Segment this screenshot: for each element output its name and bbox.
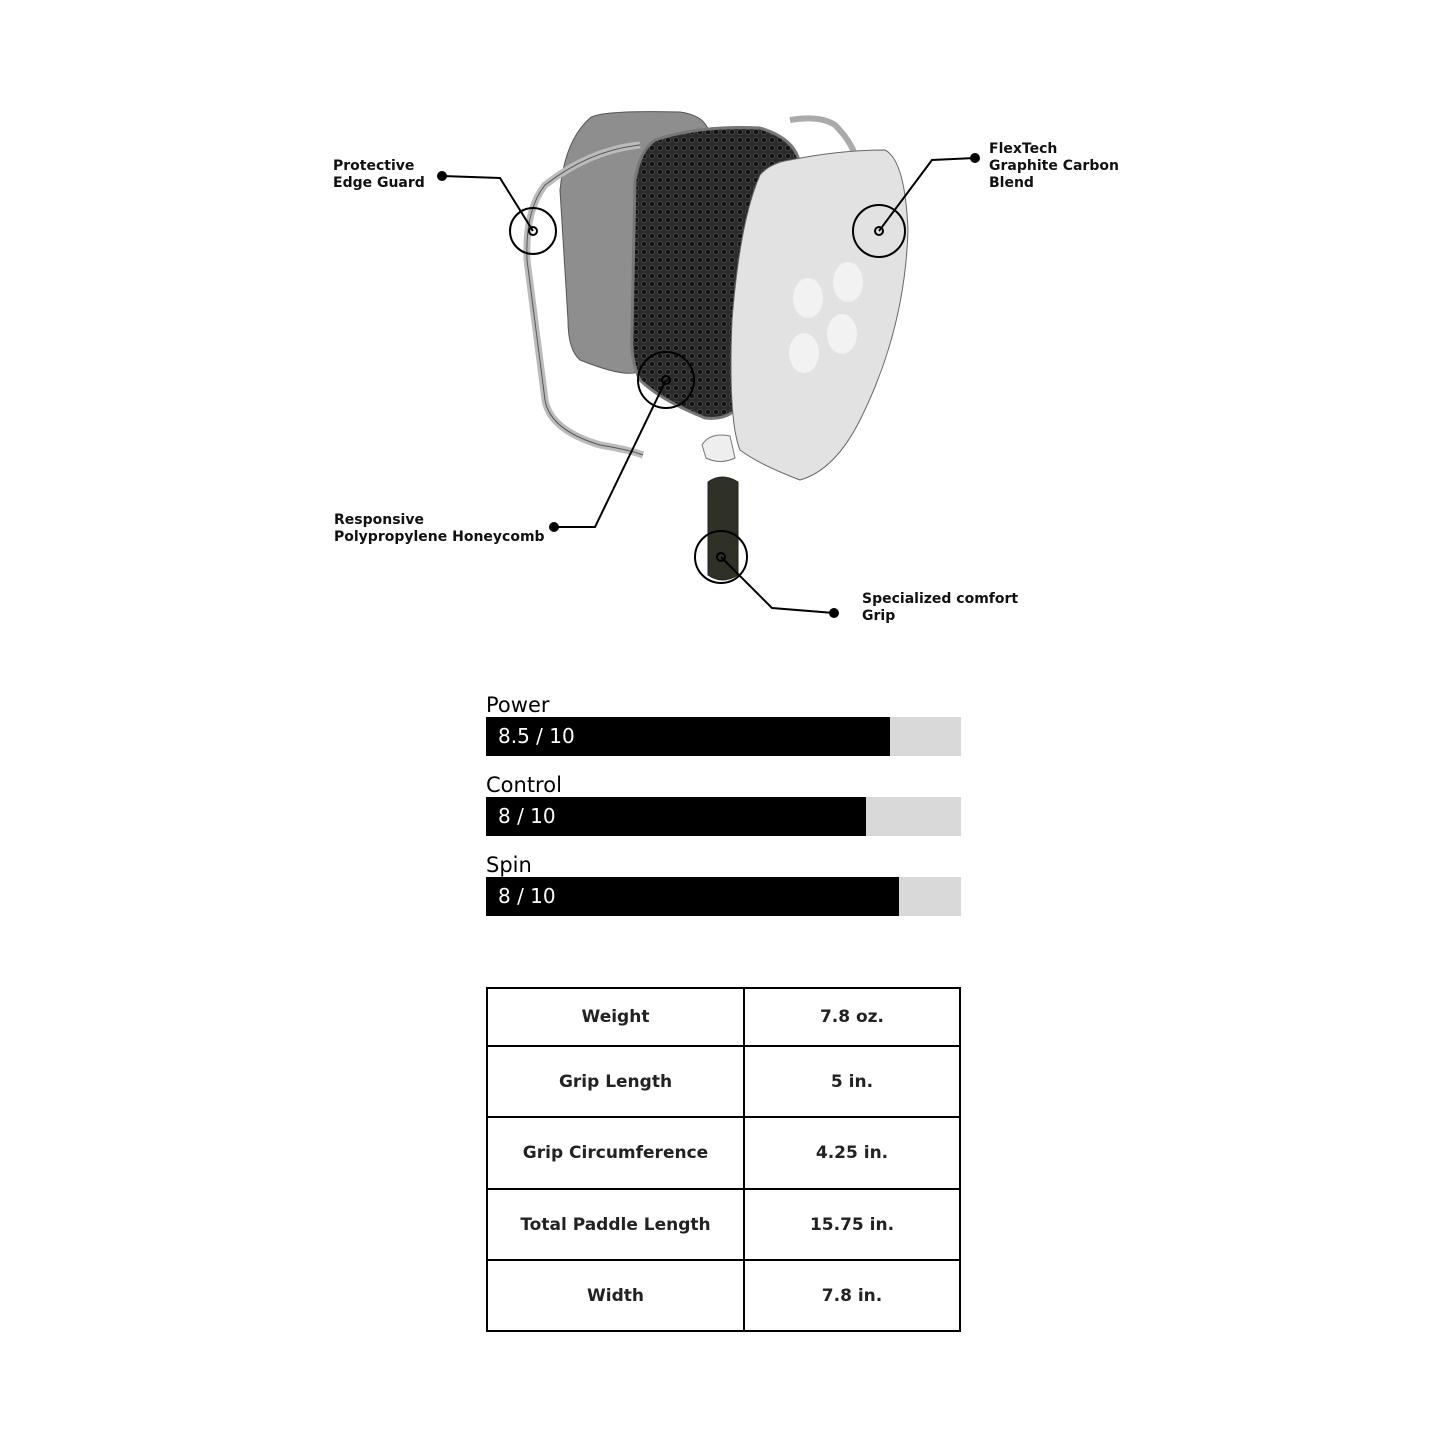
rating-bar: 8 / 10 [486,797,961,836]
spec-key: Total Paddle Length [486,1188,745,1261]
front-face-plate [730,149,909,481]
rating-bar-fill [486,717,890,756]
spec-value: 4.25 in. [743,1116,961,1190]
paddle-exploded-diagram [437,111,980,618]
spec-value: 7.8 oz. [743,987,961,1047]
callout-dots [437,153,980,618]
spec-key: Width [486,1259,745,1332]
rating-bar: 8 / 10 [486,877,961,916]
rating-value: 8 / 10 [498,804,556,828]
rating-value: 8.5 / 10 [498,724,575,748]
rating-label: Spin [486,853,532,877]
rating-label: Control [486,773,562,797]
callout-leaders [441,157,976,614]
rating-value: 8 / 10 [498,884,556,908]
spec-key: Grip Length [486,1045,745,1118]
butt-cap [701,434,736,462]
callout-grip: Specialized comfort Grip [862,591,1019,624]
rating-label: Power [486,693,550,717]
grip [707,476,739,581]
spec-value: 5 in. [743,1045,961,1118]
edge-guard-left [523,141,645,459]
spec-value: 15.75 in. [743,1188,961,1261]
callout-honeycomb-core: Responsive Polypropylene Honeycomb [334,512,545,545]
spec-key: Grip Circumference [486,1116,745,1190]
callout-face-material: FlexTech Graphite Carbon Blend [989,141,1119,191]
rating-bar-fill [486,877,900,916]
edge-guard-right [789,115,858,157]
rating-bar: 8.5 / 10 [486,717,961,756]
spec-value: 7.8 in. [743,1259,961,1332]
rating-spin: Spin 8 / 10 [486,853,961,916]
rating-bar-fill [486,797,866,836]
callout-edge-guard: Protective Edge Guard [333,158,425,191]
rating-power: Power 8.5 / 10 [486,693,961,756]
rating-control: Control 8 / 10 [486,773,961,836]
spec-key: Weight [486,987,745,1047]
